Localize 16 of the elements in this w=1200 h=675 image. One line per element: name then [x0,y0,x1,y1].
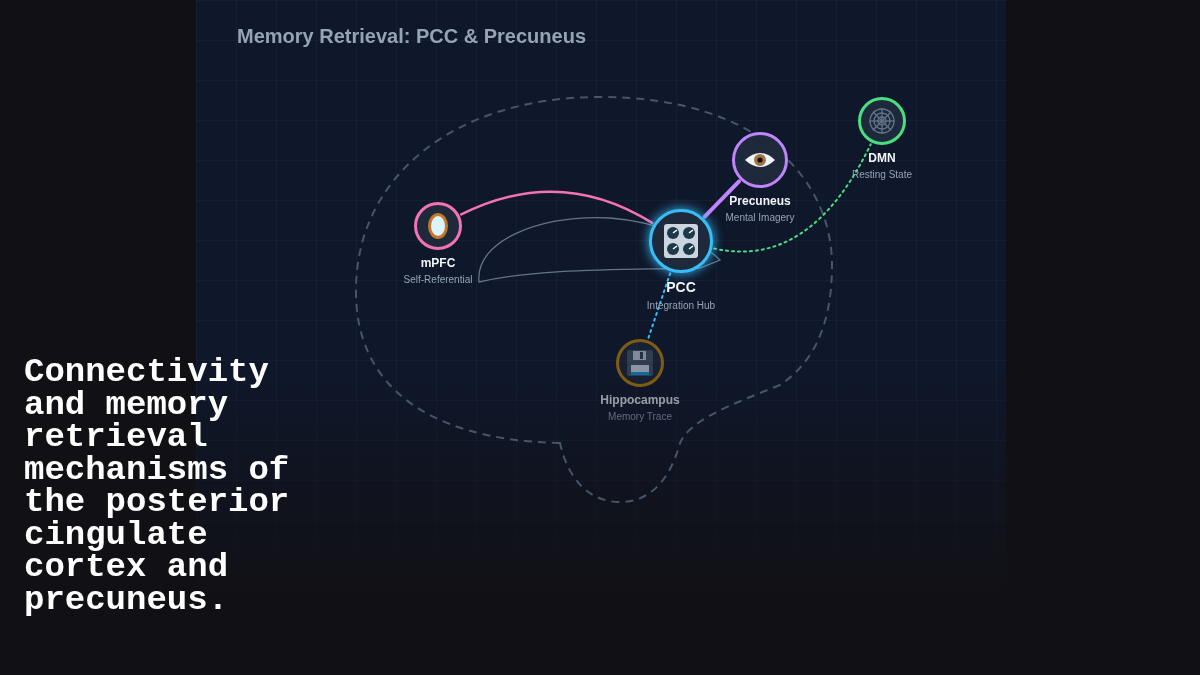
connection-line [647,272,672,340]
region-name: mPFC [420,255,456,272]
region-role: Mental Imagery [725,211,795,225]
connection-line [713,143,872,253]
region-role: Memory Trace [608,410,672,424]
region-role: Self-Referential [403,273,473,287]
diagram-title: Memory Retrieval: PCC & Precuneus [237,24,586,49]
connection-line [460,190,654,225]
region-name: PCC [666,278,696,297]
region-name: Precuneus [729,193,791,210]
caption-heading: Connectivity and memory retrieval mechanisms of the posterior cingulate cortex and precuneus. [24,356,291,616]
connection-line [702,179,742,219]
region-role: Integration Hub [646,299,716,313]
region-name: Hippocampus [600,392,680,409]
region-name: DMN [868,150,896,167]
region-role: Resting State [851,168,912,182]
